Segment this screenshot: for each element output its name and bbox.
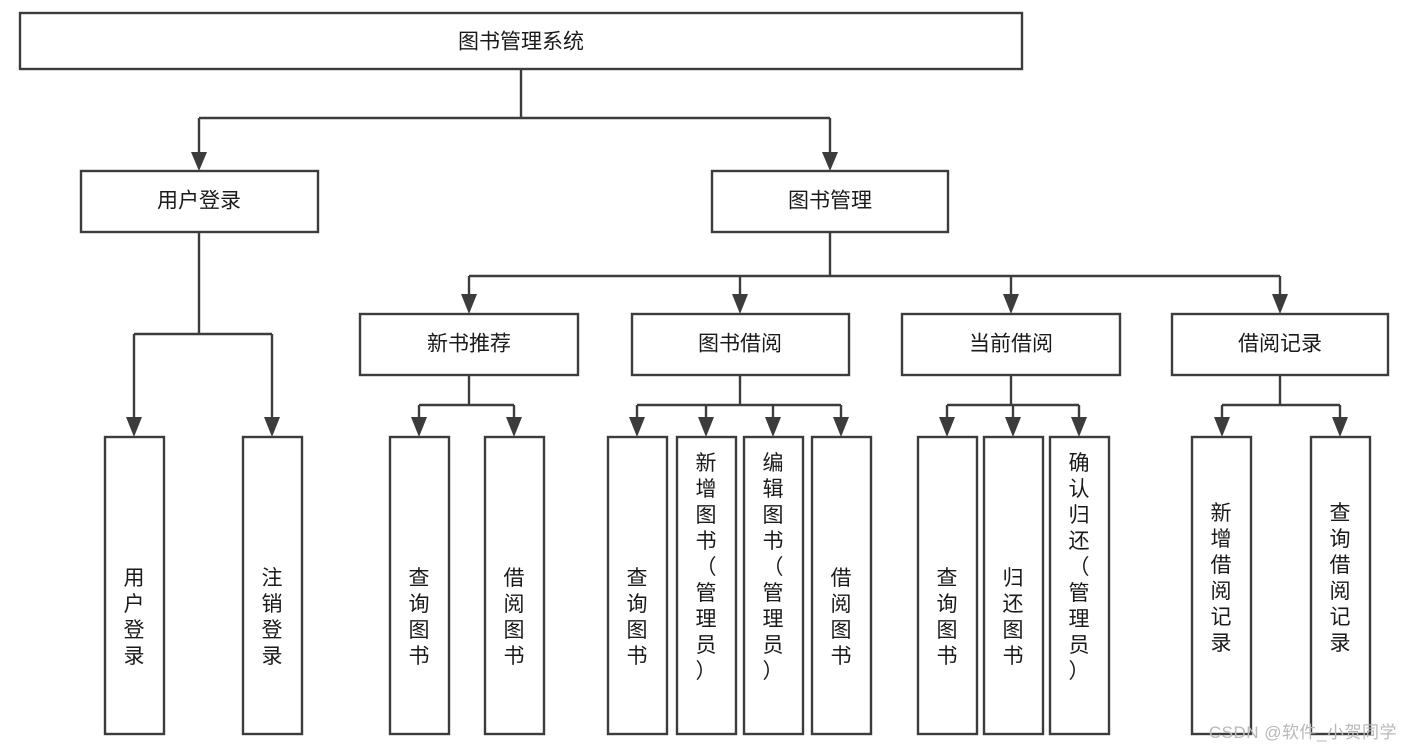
node-book-borrow-box[interactable] [630,312,851,377]
arrow-head-leaf-borrow-book-1 [506,417,522,437]
arrow-head-leaf-query-record [1332,417,1348,437]
arrow-head-leaf-add-book [698,417,714,437]
node-leaf-logout-label: 注销登录 [262,567,283,668]
arrow-head-leaf-edit-book [765,417,781,437]
node-leaf-edit-book[interactable]: 编辑图书（管理员） [742,435,805,736]
node-borrow-record-box[interactable] [1170,312,1390,377]
arrow-head-new-book-recommend [461,294,477,314]
arrow-head-borrow-record [1272,294,1288,314]
node-book-management-label: 图书管理 [788,190,872,213]
node-leaf-query-book-1-box[interactable] [388,435,451,736]
node-leaf-logout[interactable]: 注销登录 [241,435,304,736]
node-leaf-query-book-3-label: 查询图书 [937,567,958,668]
node-book-borrow[interactable]: 图书借阅 [630,312,851,377]
node-leaf-return-book-label: 归还图书 [1003,567,1024,668]
node-root-box[interactable] [18,11,1024,71]
node-leaf-confirm-return-box[interactable] [1048,435,1111,736]
node-leaf-confirm-return-label: 确认归还（管理员） [1069,452,1090,683]
node-leaf-borrow-book-2-box[interactable] [810,435,873,736]
node-leaf-edit-book-box[interactable] [742,435,805,736]
arrow-head-leaf-query-book-2 [629,417,645,437]
node-leaf-edit-book-label: 编辑图书（管理员） [763,452,784,683]
node-current-borrow[interactable]: 当前借阅 [900,312,1122,377]
node-leaf-user-login[interactable]: 用户登录 [103,435,166,736]
node-leaf-return-book[interactable]: 归还图书 [982,435,1045,736]
node-book-management[interactable]: 图书管理 [710,169,950,234]
arrow-head-book-management [822,152,838,171]
node-leaf-query-book-2[interactable]: 查询图书 [606,435,669,736]
node-leaf-query-book-1[interactable]: 查询图书 [388,435,451,736]
node-leaf-borrow-book-1[interactable]: 借阅图书 [483,435,546,736]
node-leaf-query-book-2-label: 查询图书 [627,567,648,668]
node-root[interactable]: 图书管理系统 [18,11,1024,71]
node-new-book-recommend-box[interactable] [358,312,580,377]
node-new-book-recommend[interactable]: 新书推荐 [358,312,580,377]
node-book-management-box[interactable] [710,169,950,234]
node-leaf-add-book-label: 新增图书（管理员） [696,452,717,683]
connector-group-new-book-recommend [411,375,522,437]
node-leaf-query-book-3[interactable]: 查询图书 [916,435,979,736]
node-current-borrow-label: 当前借阅 [969,333,1053,356]
connector-group-current-borrow [939,375,1087,437]
connector-group-user-login [126,232,280,437]
arrow-head-leaf-return-book [1005,417,1021,437]
node-leaf-query-record-box[interactable] [1309,435,1372,736]
node-leaf-add-record-label: 新增借阅记录 [1211,502,1232,655]
node-leaf-query-book-2-box[interactable] [606,435,669,736]
node-new-book-recommend-label: 新书推荐 [427,333,511,356]
node-leaf-add-record[interactable]: 新增借阅记录 [1190,435,1253,736]
node-user-login-box[interactable] [79,169,320,234]
arrow-head-leaf-query-book-3 [939,417,955,437]
node-leaf-logout-box[interactable] [241,435,304,736]
connector-group-book-borrow [629,375,849,437]
node-leaf-return-book-box[interactable] [982,435,1045,736]
node-leaf-borrow-book-2-label: 借阅图书 [831,567,852,668]
node-root-label: 图书管理系统 [458,31,584,54]
node-user-login[interactable]: 用户登录 [79,169,320,234]
node-leaf-query-record[interactable]: 查询借阅记录 [1309,435,1372,736]
node-borrow-record-label: 借阅记录 [1238,333,1322,356]
node-leaf-add-book-box[interactable] [675,435,738,736]
arrow-head-leaf-user-login [126,417,142,437]
arrow-head-book-borrow [732,294,748,314]
arrow-head-current-borrow [1003,294,1019,314]
node-book-borrow-label: 图书借阅 [698,333,782,356]
node-borrow-record[interactable]: 借阅记录 [1170,312,1390,377]
node-leaf-confirm-return[interactable]: 确认归还（管理员） [1048,435,1111,736]
node-leaf-borrow-book-1-label: 借阅图书 [504,567,525,668]
node-leaf-add-record-box[interactable] [1190,435,1253,736]
node-leaf-user-login-box[interactable] [103,435,166,736]
connector-group-borrow-record [1214,375,1348,437]
arrow-head-leaf-borrow-book-2 [833,417,849,437]
node-leaf-user-login-label: 用户登录 [124,567,145,668]
arrow-head-user-login [191,152,207,171]
arrow-head-leaf-confirm-return [1071,417,1087,437]
arrow-head-leaf-logout [264,417,280,437]
node-leaf-borrow-book-1-box[interactable] [483,435,546,736]
node-leaf-query-book-1-label: 查询图书 [409,567,430,668]
arrow-head-leaf-query-book-1 [411,417,427,437]
node-leaf-query-record-label: 查询借阅记录 [1330,502,1351,655]
connector-group-book-management [461,232,1288,314]
node-leaf-borrow-book-2[interactable]: 借阅图书 [810,435,873,736]
arrow-head-leaf-add-record [1214,417,1230,437]
node-leaf-query-book-3-box[interactable] [916,435,979,736]
node-user-login-label: 用户登录 [157,190,241,213]
connector-group-root [191,69,838,171]
node-leaf-add-book[interactable]: 新增图书（管理员） [675,435,738,736]
node-current-borrow-box[interactable] [900,312,1122,377]
